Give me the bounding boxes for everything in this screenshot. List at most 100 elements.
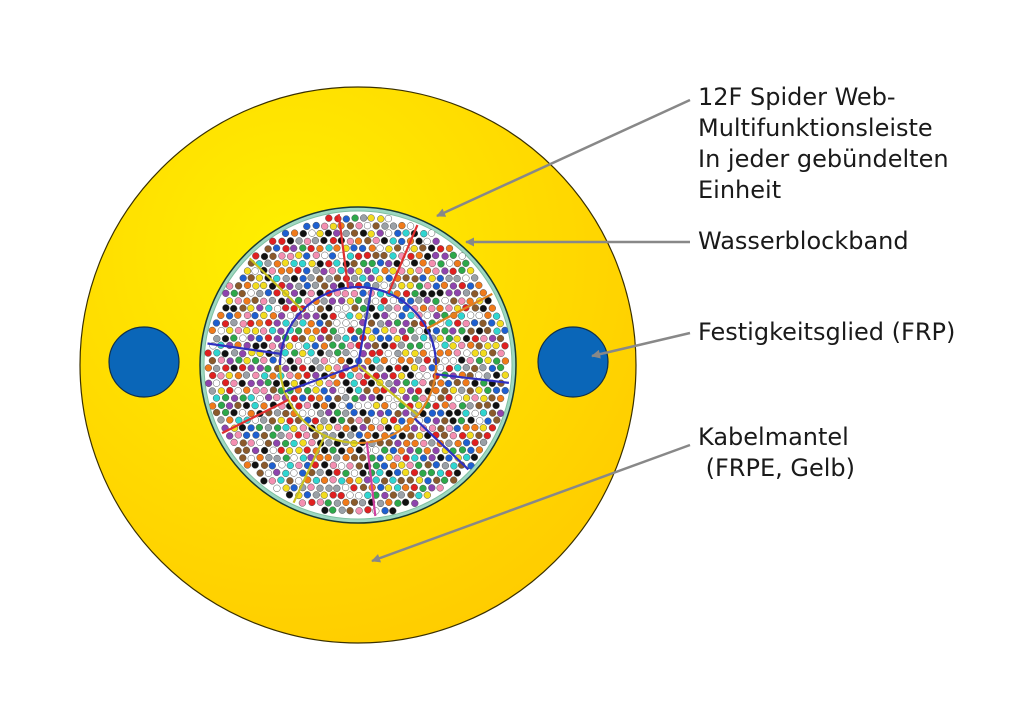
optical-fiber [243, 357, 251, 365]
optical-fiber [338, 311, 346, 319]
optical-fiber [411, 394, 419, 402]
optical-fiber [307, 244, 315, 253]
optical-fiber [372, 417, 380, 425]
optical-fiber [234, 371, 243, 380]
optical-fiber [252, 282, 260, 290]
optical-fiber [243, 267, 252, 275]
optical-fiber [320, 297, 328, 305]
optical-fiber [273, 305, 282, 313]
optical-fiber [320, 312, 328, 320]
label-unit-line-1: 12F Spider Web- [698, 83, 896, 111]
optical-fiber [256, 379, 264, 387]
optical-fiber [204, 364, 213, 372]
optical-fiber [290, 289, 299, 297]
optical-fiber [376, 454, 384, 462]
optical-fiber [265, 304, 273, 312]
optical-fiber [449, 267, 457, 275]
optical-fiber [363, 386, 371, 395]
optical-fiber [389, 491, 398, 499]
optical-fiber [243, 311, 252, 320]
optical-fiber [444, 379, 453, 388]
optical-fiber [501, 357, 510, 365]
optical-fiber [230, 304, 238, 313]
optical-fiber [273, 439, 281, 447]
optical-fiber [264, 378, 272, 387]
optical-fiber [436, 334, 444, 343]
optical-fiber [453, 274, 461, 283]
optical-fiber [337, 326, 346, 335]
optical-fiber [406, 446, 414, 454]
optical-fiber [457, 312, 466, 320]
optical-fiber [354, 237, 363, 245]
optical-fiber [480, 334, 488, 343]
optical-fiber [290, 364, 298, 372]
inner-subunit-divider [356, 288, 373, 366]
optical-fiber [483, 432, 491, 440]
optical-fiber [393, 454, 401, 462]
optical-fiber [324, 364, 333, 372]
optical-fiber [432, 417, 440, 425]
optical-fiber [384, 424, 393, 432]
optical-fiber [466, 431, 474, 439]
optical-fiber [462, 394, 471, 402]
optical-fiber [372, 462, 381, 470]
optical-fiber [273, 393, 281, 402]
optical-fiber [338, 447, 346, 455]
optical-fiber [295, 477, 303, 485]
optical-fiber [364, 491, 372, 499]
optical-fiber [402, 319, 410, 328]
optical-fiber [312, 327, 320, 335]
optical-fiber [389, 326, 398, 335]
optical-fiber [394, 499, 402, 507]
optical-fiber [355, 222, 363, 230]
optical-fiber [355, 416, 363, 425]
optical-fiber [488, 304, 496, 312]
optical-fiber [307, 274, 315, 282]
optical-fiber [234, 311, 242, 319]
leader-jacket [371, 443, 691, 563]
optical-fiber [415, 282, 424, 290]
optical-fiber [347, 431, 355, 439]
optical-fiber [445, 454, 453, 462]
optical-fiber [380, 297, 388, 305]
optical-fiber [285, 432, 294, 440]
optical-fiber [428, 259, 436, 268]
optical-fiber [385, 469, 393, 478]
optical-fiber [381, 491, 389, 500]
optical-fiber [467, 341, 475, 349]
optical-fiber [441, 296, 449, 305]
optical-fiber [282, 484, 290, 492]
subunit-borders [207, 214, 510, 517]
optical-fiber [367, 274, 375, 282]
optical-fiber [329, 491, 337, 499]
optical-fiber [492, 386, 501, 394]
optical-fiber [264, 245, 272, 253]
leader-unit [436, 98, 691, 218]
optical-fiber [427, 468, 436, 477]
optical-fiber [363, 267, 372, 275]
optical-fiber [449, 282, 458, 290]
optical-fiber [255, 423, 264, 432]
optical-fiber [381, 446, 389, 454]
optical-fiber [372, 446, 380, 454]
optical-fiber [307, 394, 315, 402]
optical-fiber [333, 274, 342, 282]
optical-fiber [445, 439, 453, 447]
optical-fiber [325, 439, 333, 447]
optical-fiber [329, 476, 337, 484]
optical-fiber [316, 275, 324, 283]
optical-fiber [225, 312, 234, 320]
optical-fiber [389, 222, 398, 230]
optical-fiber [467, 327, 475, 335]
optical-fiber [380, 356, 388, 365]
optical-fiber [471, 290, 479, 298]
optical-fiber [299, 424, 307, 432]
optical-fiber [212, 408, 221, 417]
optical-fiber [321, 461, 329, 469]
label-unit-line-4: Einheit [698, 176, 782, 204]
optical-fiber [342, 469, 350, 477]
optical-fiber [234, 297, 242, 305]
optical-fiber [415, 432, 424, 440]
optical-fiber [432, 402, 440, 410]
